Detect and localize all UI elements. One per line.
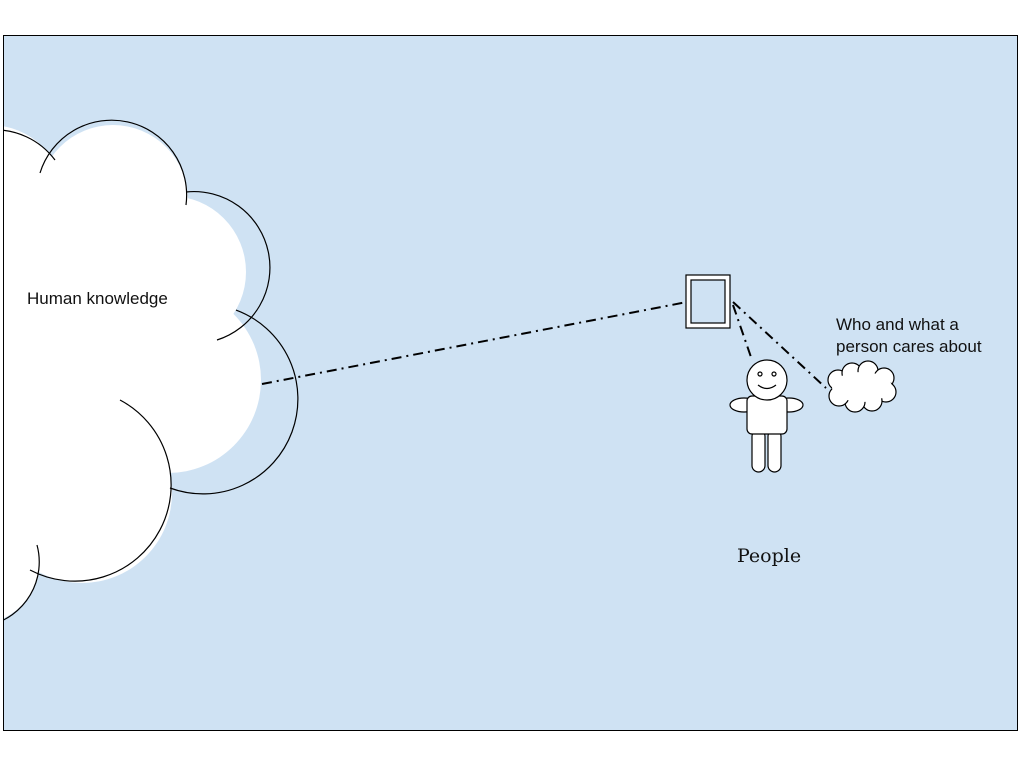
cares-cloud	[827, 360, 897, 413]
cares-label: Who and what a person cares about	[836, 315, 982, 356]
people-caption: People	[737, 545, 802, 567]
knowledge-cloud	[4, 119, 299, 621]
edge-knowledge-to-device	[261, 301, 688, 385]
device-icon	[685, 274, 731, 329]
connectors	[261, 301, 827, 389]
knowledge-label: Human knowledge	[27, 289, 168, 308]
person-icon	[729, 359, 804, 473]
edge-device-to-person	[732, 304, 753, 361]
